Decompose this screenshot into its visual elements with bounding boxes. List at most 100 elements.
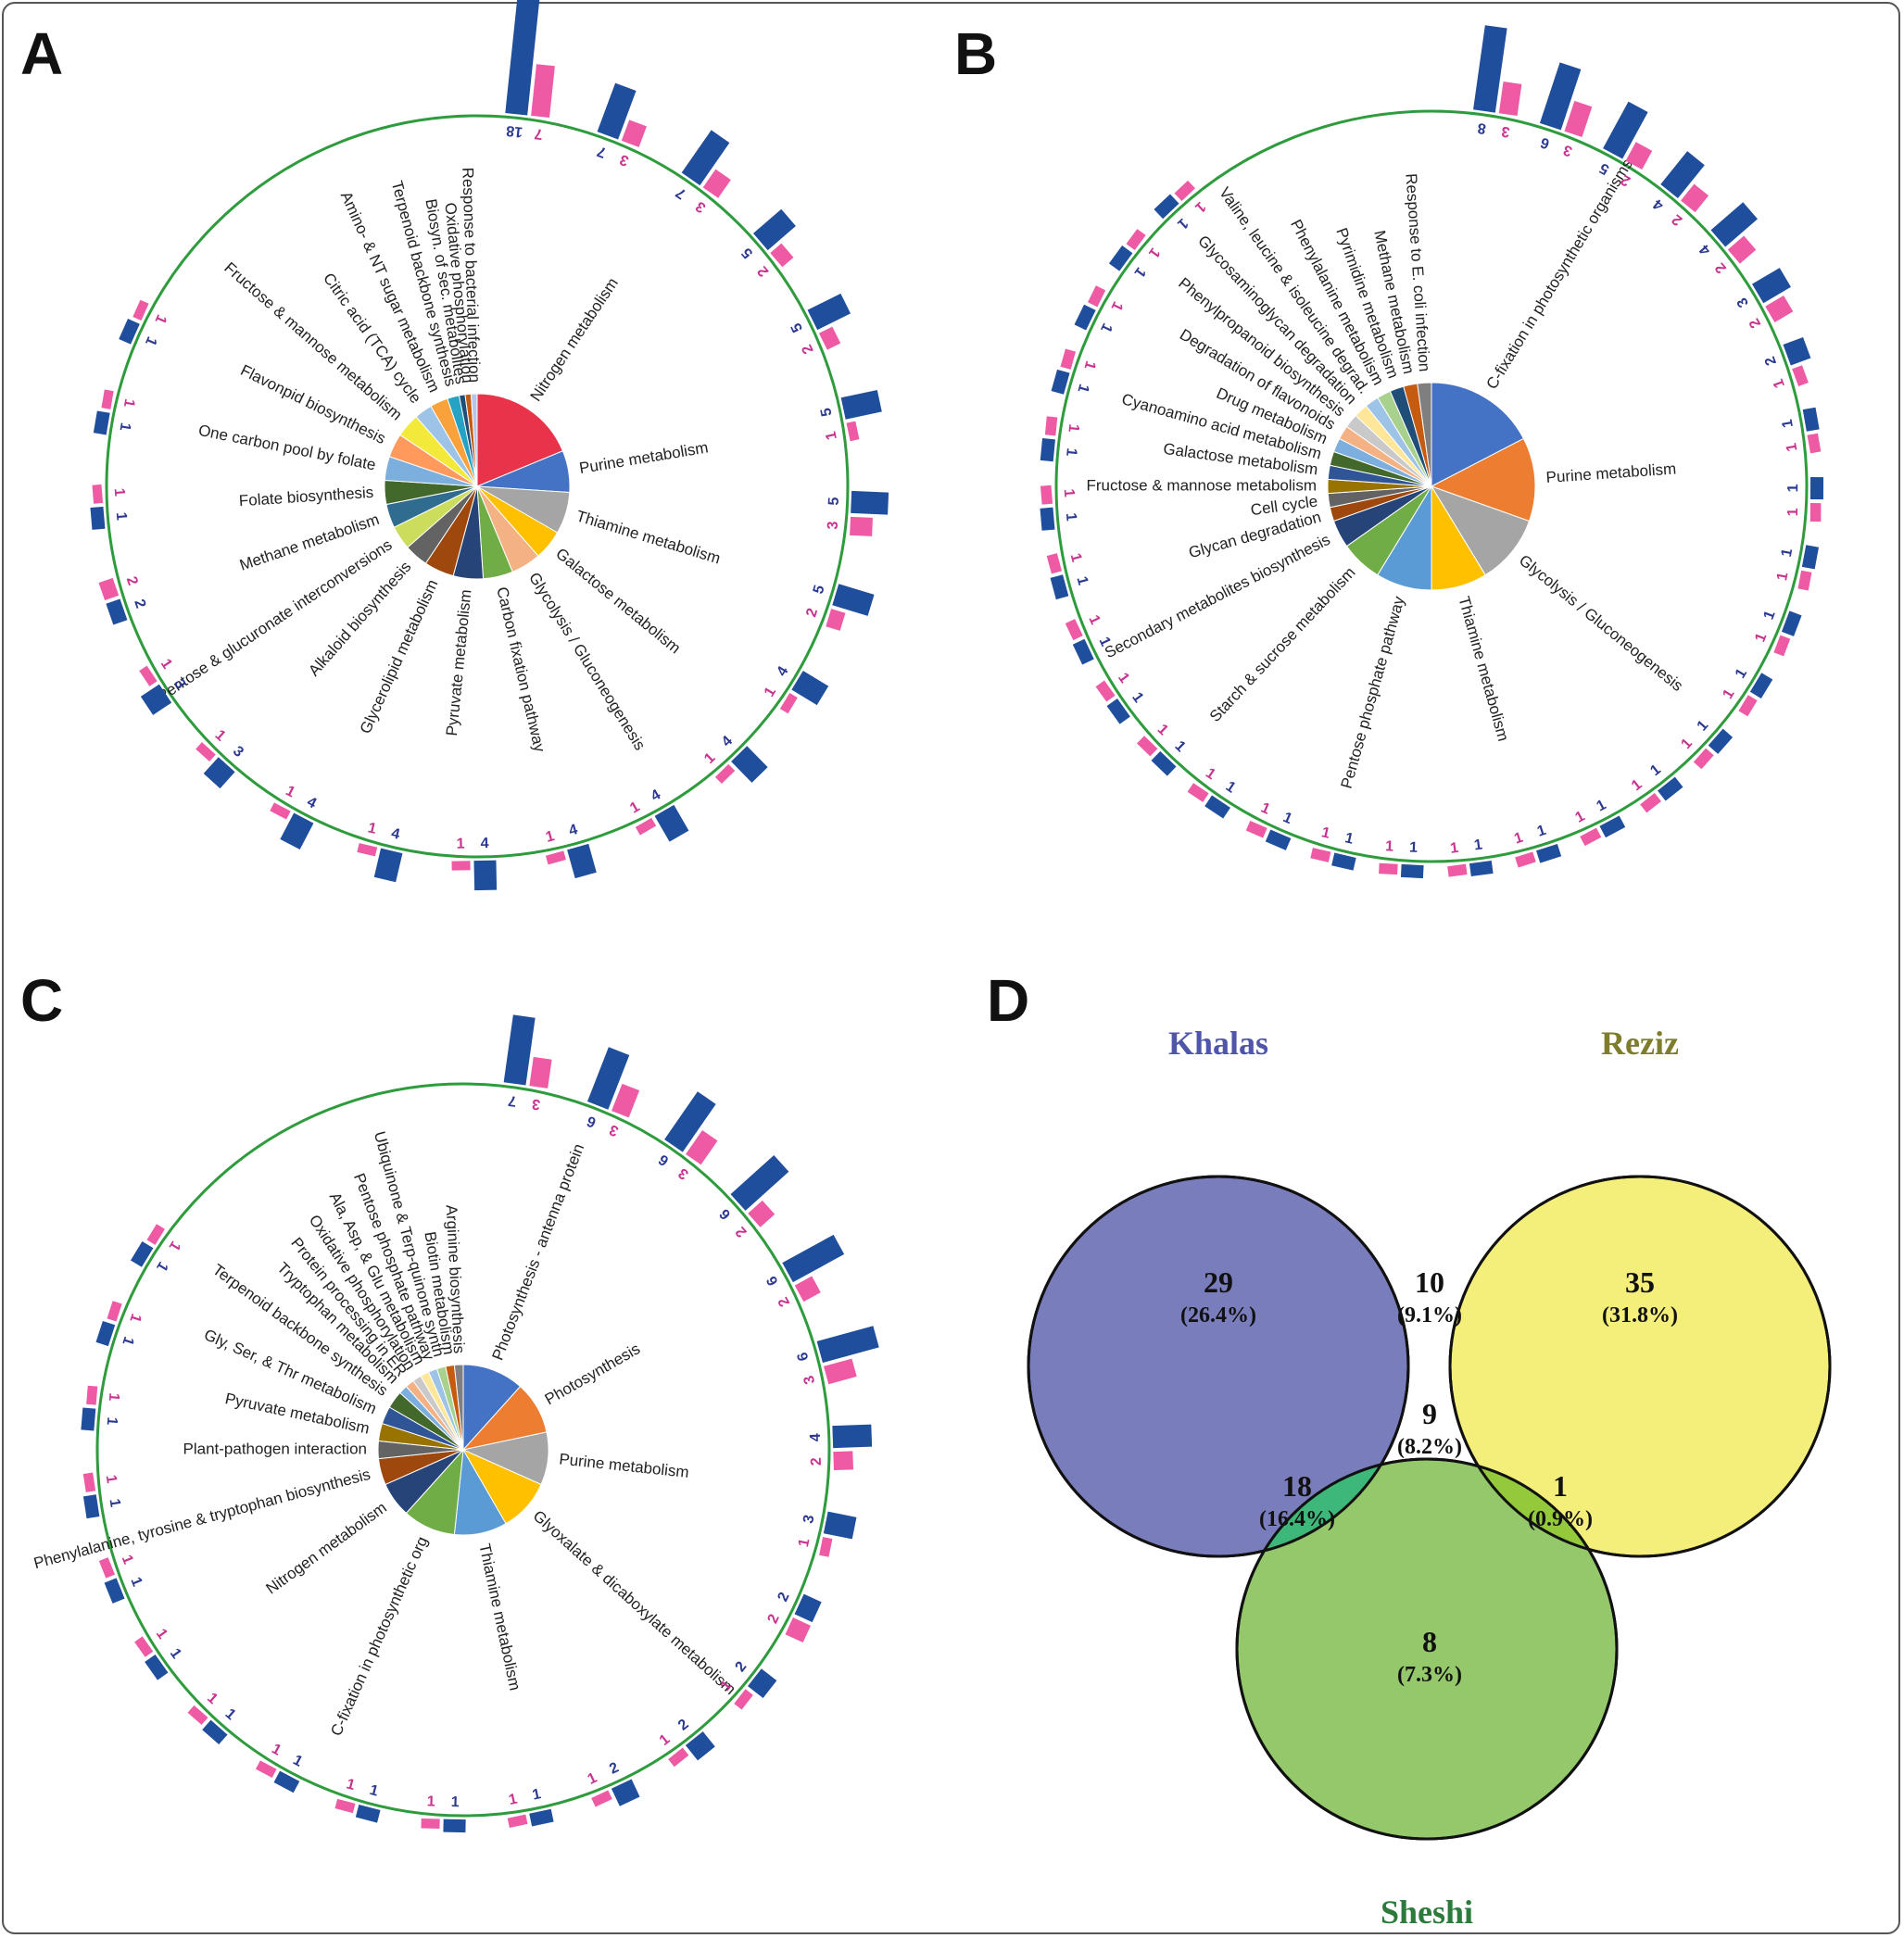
bar-value-pink: 1 [508,1792,519,1809]
bar-value-pink: 1 [1154,722,1171,738]
bar-blue [1473,25,1507,113]
venn-region-count: 35 [1625,1265,1655,1299]
bar-blue [832,584,875,616]
bar-value-pink: 1 [212,727,229,745]
bar-blue [1660,151,1705,199]
pie-slice [1430,437,1536,522]
bar-value-blue: 6 [1539,133,1552,151]
bar-value-blue: 2 [775,1590,792,1604]
bar-blue [832,1424,873,1449]
bar-pink [734,1689,753,1710]
bar-value-pink: 1 [627,799,642,816]
venn-set-title-khalas: Khalas [1168,1025,1268,1062]
bar-pink [270,802,291,820]
bar-value-blue: 1 [127,1575,145,1589]
bar-blue [90,506,106,530]
panel-letter-b: B [954,20,997,87]
bar-value-blue: 6 [656,1151,672,1168]
bar-blue [567,843,597,879]
bar-value-pink: 1 [823,430,840,441]
venn-region-count: 29 [1204,1265,1233,1299]
panel-letter-a: A [20,20,63,87]
bar-value-blue: 4 [304,794,319,812]
bar-blue [280,812,314,849]
bar-value-blue: 1 [1280,810,1294,827]
bar-value-blue: 4 [774,664,791,680]
venn-region-percent: (31.8%) [1602,1303,1678,1328]
bar-pink [785,1617,811,1642]
bar-value-blue: 1 [1174,215,1191,233]
bar-value-pink: 1 [111,487,128,497]
bar-value-pink: 1 [158,656,175,672]
bar-value-pink: 1 [1065,423,1082,434]
bar-value-blue: 1 [119,1334,136,1347]
bar-value-pink: 3 [675,1164,691,1182]
bar-value-pink: 1 [1512,830,1525,848]
bar-blue [1657,776,1683,801]
bar-value-blue: 1 [113,511,130,521]
bar-blue [119,319,140,345]
bar-value-pink: 1 [586,1770,599,1788]
bar-blue [1400,863,1424,879]
bar-value-blue: 1 [1097,321,1115,335]
bar-blue [273,1770,300,1793]
bar-value-pink: 1 [1067,551,1085,563]
bar-pink [86,1385,98,1405]
pie-slice [1417,382,1432,487]
bar-value-blue: 1 [1785,484,1801,492]
bar-value-blue: 1 [1733,666,1750,682]
category-label: Purine metabolism [578,438,710,477]
bar-value-blue: 4 [808,1433,824,1442]
bar-value-blue: 1 [1779,547,1796,559]
bar-blue [443,1818,466,1833]
bar-blue [140,684,172,715]
bar-value-blue: 1 [1223,778,1239,796]
bar-value-blue: 1 [1129,690,1146,706]
bar-value-pink: 1 [1145,245,1163,260]
bar-value-blue: 4 [390,825,402,843]
category-label: Nitrogen metabolism [526,274,621,404]
bar-value-blue: 1 [1595,797,1609,814]
bar-value-pink: 1 [166,1239,183,1254]
pie-slice [1431,382,1525,487]
bar-value-pink: 2 [775,1294,793,1309]
bar-pink [1580,827,1602,847]
bar-value-blue: 1 [1171,738,1188,755]
bar-value-blue: 7 [595,143,608,160]
bar-value-blue: 1 [1780,418,1797,429]
category-label: Thiamine metabolism [475,1542,523,1693]
category-label: C-fixation in photosynthetic organisms [1482,156,1635,392]
category-label: Photosynthesis [542,1340,643,1408]
bar-value-pink: 2 [123,574,141,587]
bar-value-blue: 1 [1130,264,1148,280]
bar-blue [505,0,542,116]
bar-value-blue: 7 [507,1092,517,1109]
bar-pink [1773,635,1791,657]
venn-region-count: 10 [1415,1265,1444,1299]
bar-value-blue: 5 [811,584,828,597]
bar-value-blue: 6 [585,1113,599,1130]
bar-pink [686,1130,718,1165]
bar-pink [187,1705,208,1725]
bar-blue [1536,843,1562,863]
bar-blue [807,293,851,331]
bar-value-blue: 4 [1696,241,1714,258]
bar-value-blue: 2 [675,1717,692,1734]
bar-value-blue: 1 [1343,830,1355,848]
bar-value-pink: 1 [153,1626,170,1642]
bar-value-pink: 1 [1061,488,1078,497]
bar-value-pink: 1 [345,1776,357,1793]
bar-value-pink: 1 [426,1793,435,1809]
bar-pink [101,389,114,409]
bar-pink [507,1814,528,1829]
venn-set-title-sheshi: Sheshi [1381,1894,1473,1931]
bar-pink [107,1301,122,1322]
bar-pink [1693,748,1714,770]
bar-value-blue: 1 [1063,447,1079,458]
bar-blue [730,1154,789,1211]
bar-blue [373,848,403,883]
bar-blue [1151,750,1177,776]
category-label: Thiamine metabolism [1455,595,1512,744]
bar-pink [92,484,104,504]
